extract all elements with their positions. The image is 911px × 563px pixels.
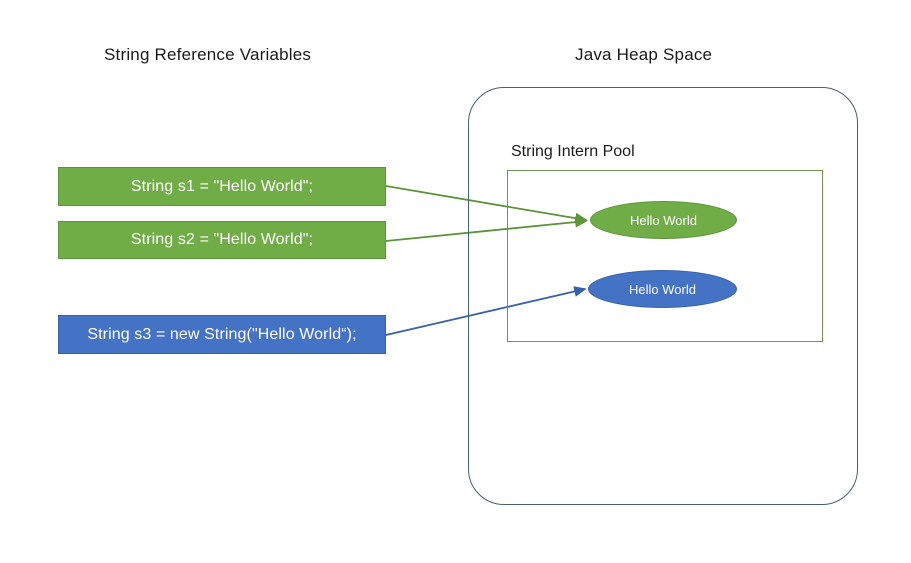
heap-object-interned-string: Hello World (590, 201, 737, 239)
page-title-string-reference-variables: String Reference Variables (104, 45, 312, 64)
reference-variable-s3-code: String s3 = new String("Hello World“); (87, 325, 357, 343)
reference-variable-s2: String s2 = "Hello World"; (58, 221, 386, 259)
heap-object-interned-string-label: Hello World (630, 212, 697, 228)
heap-object-new-string: Hello World (588, 270, 737, 308)
string-intern-pool-label: String Intern Pool (511, 143, 635, 160)
reference-variable-s1: String s1 = "Hello World"; (58, 167, 386, 206)
string-intern-pool-container (507, 170, 823, 342)
reference-variable-s1-code: String s1 = "Hello World"; (130, 177, 314, 195)
page-title-java-heap-space: Java Heap Space (575, 45, 713, 64)
reference-variable-s2-code: String s2 = "Hello World"; (130, 231, 314, 248)
heap-object-new-string-label: Hello World (629, 281, 696, 297)
java-heap-space-container (468, 87, 858, 505)
reference-variable-s3: String s3 = new String("Hello World“); (58, 315, 386, 354)
